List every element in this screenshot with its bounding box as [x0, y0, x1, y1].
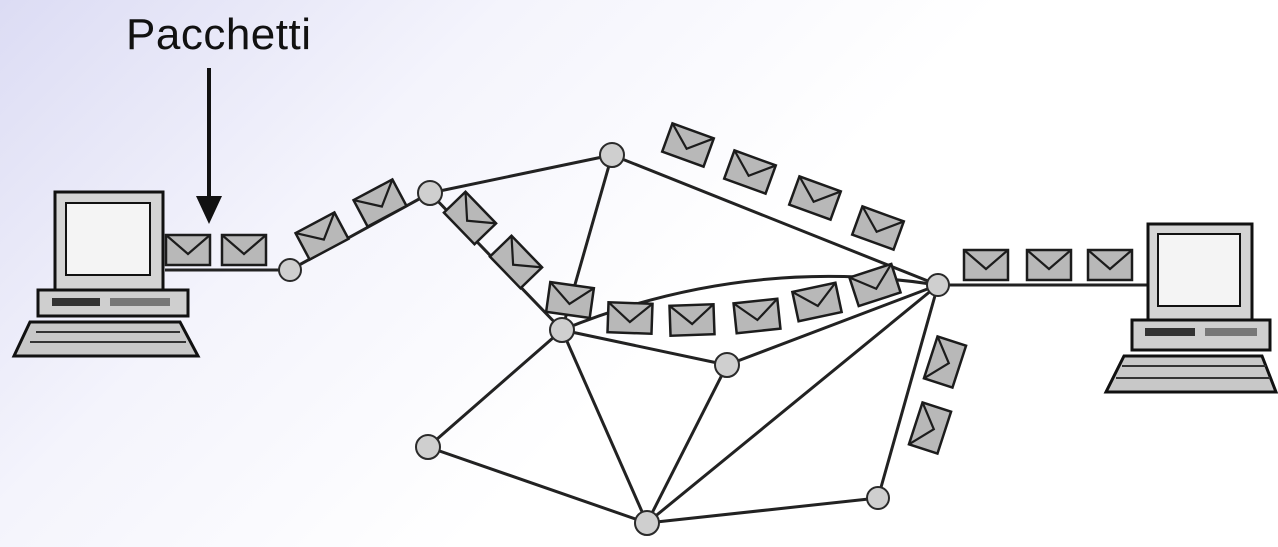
packet [1027, 250, 1071, 280]
packet [734, 299, 781, 333]
link [647, 365, 727, 523]
link [562, 330, 647, 523]
router-node [600, 143, 624, 167]
packet [909, 402, 951, 453]
router-node [715, 353, 739, 377]
packet [724, 150, 776, 193]
label-arrow [196, 68, 222, 224]
packet [849, 264, 900, 306]
packet [852, 206, 904, 249]
packet [669, 304, 714, 336]
packet [490, 236, 542, 288]
packet [964, 250, 1008, 280]
router-node [418, 181, 442, 205]
packet [296, 212, 349, 259]
packet [354, 179, 407, 226]
link [878, 285, 938, 498]
router-node [635, 511, 659, 535]
source-computer-icon [14, 192, 198, 356]
link [647, 498, 878, 523]
link [428, 447, 647, 523]
packet [607, 302, 652, 334]
packet [792, 283, 841, 321]
router-node [416, 435, 440, 459]
packet [546, 282, 594, 318]
packet [789, 176, 841, 219]
packet [166, 235, 210, 265]
packet [924, 336, 966, 387]
packet [222, 235, 266, 265]
router-node [279, 259, 301, 281]
packets [166, 123, 1132, 453]
router-node [867, 487, 889, 509]
router-node [927, 274, 949, 296]
link [430, 155, 612, 193]
packet [662, 123, 714, 166]
network-links [165, 155, 1148, 523]
packet [1088, 250, 1132, 280]
link [428, 330, 562, 447]
packet [444, 192, 496, 244]
router-node [550, 318, 574, 342]
